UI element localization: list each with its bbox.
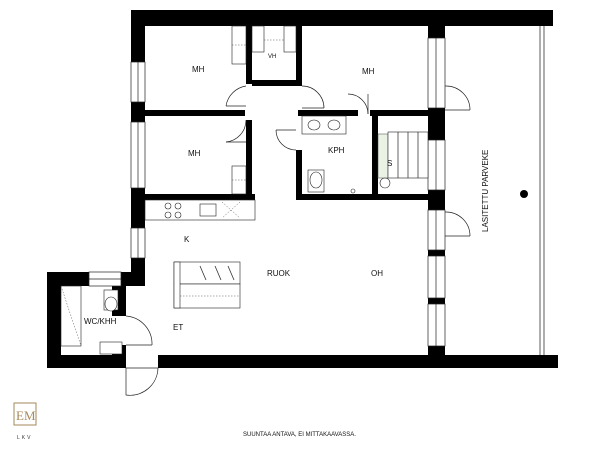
room-label-kph: KPH [328,146,345,155]
room-label-vh: VH [268,54,276,60]
logo-text: LKV [17,435,32,441]
room-label-et: ET [173,323,183,332]
room-label-ruok: RUOK [267,269,291,278]
windows [88,37,446,347]
room-label-k: K [184,235,190,244]
room-label-oh: OH [371,269,383,278]
room-label-s: S [387,159,392,168]
fixtures [60,25,545,355]
room-label-wc-khh: WC/KHH [84,317,117,326]
room-label-balcony: LASITETTU PARVEKE [481,150,490,232]
room-label-mh-1: MH [192,65,205,74]
room-label-mh-3: MH [188,149,201,158]
disclaimer-note: SUUNTAA ANTAVA, EI MITTAKAAVASSA. [243,432,356,438]
logo-monogram: EM [16,408,36,423]
company-logo: EM LKV [13,402,37,441]
interior-walls [112,26,428,359]
room-label-mh-2: MH [362,67,375,76]
doors [125,85,471,396]
